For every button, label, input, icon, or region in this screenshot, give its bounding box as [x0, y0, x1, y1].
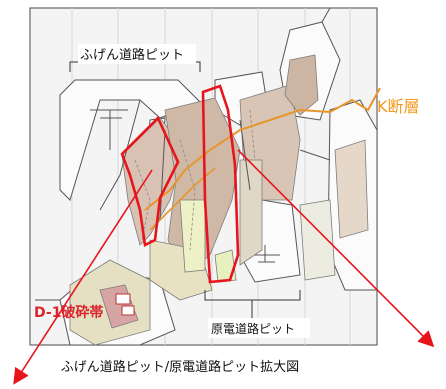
- contact-line: [134, 159, 151, 241]
- gen-highlight-polygon: [201, 84, 240, 284]
- linework-layer: [35, 7, 381, 301]
- contact-line: [179, 139, 196, 251]
- structure-line: [321, 7, 331, 23]
- geology-unit: [299, 199, 336, 281]
- d1-leader-arrow: [13, 169, 153, 385]
- geology-unit: [239, 159, 263, 266]
- fugen-pit-label: ふげん道路ピット: [80, 47, 184, 63]
- arrow-layer: [13, 149, 435, 385]
- gen-label-bg: [208, 318, 310, 338]
- highlight-layer: [120, 84, 240, 284]
- geology-unit: [334, 139, 369, 239]
- contact-line: [249, 109, 256, 161]
- k-fault-leader-arrow: [237, 149, 435, 348]
- k-fault-trace: [144, 87, 381, 211]
- k-fault-label: K断層: [377, 97, 420, 116]
- structure-line: [239, 119, 251, 191]
- figure-caption: ふげん道路ピット/原電道路ピット拡大図: [60, 360, 300, 375]
- geology-unit: [284, 54, 319, 116]
- detail-box: [121, 305, 135, 316]
- geology-unit: [179, 199, 206, 273]
- structure-line: [159, 129, 166, 221]
- detail-box: [115, 293, 131, 305]
- fugen-label-bg: [78, 44, 196, 64]
- structure-line: [99, 99, 141, 211]
- fugen-highlight-polygon: [120, 115, 180, 247]
- d1-fracture-zone-label: D-1破砕帯: [34, 304, 103, 321]
- structure-line: [299, 149, 331, 161]
- geology-unit: [214, 249, 237, 283]
- gen-pit-label: 原電道路ピット: [211, 321, 295, 336]
